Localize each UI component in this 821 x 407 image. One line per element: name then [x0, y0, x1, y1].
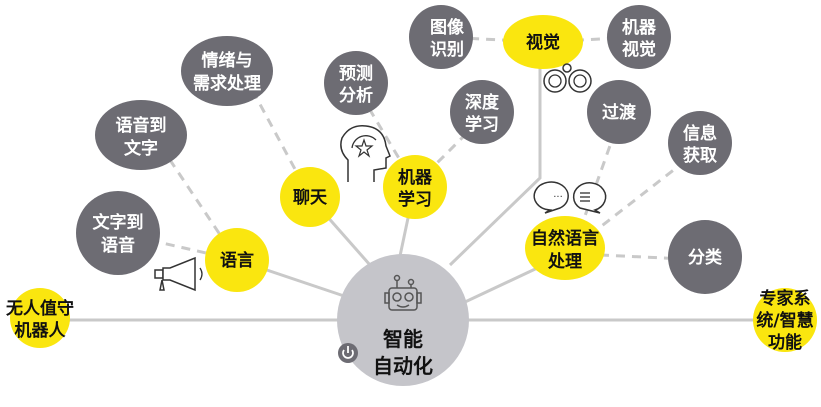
node-nlp-label: 自然语言 — [531, 228, 599, 249]
node-expert-label: 统/智慧 — [756, 310, 813, 331]
center-label-1: 智能 — [383, 327, 423, 351]
dash-info — [589, 163, 681, 237]
node-nlp: 自然语言 处理 — [525, 216, 605, 280]
node-deep-label: 学习 — [465, 114, 499, 135]
node-tts-label: 文字到 — [93, 212, 144, 233]
node-stt: 语音到 文字 — [95, 100, 187, 170]
node-vision: 视觉 — [503, 15, 583, 69]
dash-predict — [368, 109, 417, 186]
node-tts-label: 语音 — [101, 235, 135, 256]
node-stt-label: 文字 — [124, 138, 158, 159]
node-expert-label: 专家系 — [760, 288, 811, 309]
node-emotion: 情绪与 需求处理 — [181, 36, 273, 106]
node-ml-label: 机器 — [398, 167, 433, 188]
node-info-label: 信息 — [683, 123, 717, 144]
node-machvision: 机器 视觉 — [607, 5, 671, 69]
node-info: 信息 获取 — [668, 111, 732, 175]
node-vision-label: 视觉 — [526, 32, 560, 53]
node-predict-label: 分析 — [339, 85, 373, 106]
node-classify-label: 分类 — [688, 247, 723, 268]
power-icon — [338, 343, 358, 363]
node-machvision-label: 视觉 — [622, 39, 656, 60]
node-chat-label: 聊天 — [293, 187, 328, 208]
line-vision — [448, 60, 542, 267]
node-imgrec: 图像 识别 — [409, 5, 473, 69]
node-machvision-label: 机器 — [622, 17, 657, 38]
node-predict-label: 预测 — [339, 63, 373, 84]
node-ml-label: 学习 — [398, 189, 432, 210]
node-expert-label: 功能 — [768, 332, 802, 353]
megaphone-icon — [154, 256, 203, 292]
speech-bubbles-icon: ··· — [533, 181, 607, 214]
dash-deep — [413, 133, 467, 187]
node-expert: 专家系 统/智慧 功能 — [753, 288, 817, 353]
node-stt-label: 语音到 — [116, 115, 167, 136]
node-imgrec-label: 图像 — [430, 18, 465, 38]
node-deep: 深度 学习 — [450, 80, 514, 144]
node-language-label: 语言 — [220, 250, 254, 271]
node-info-label: 获取 — [683, 145, 717, 166]
node-rpa-label: 无人值守 — [5, 298, 74, 319]
node-transition-label: 过渡 — [602, 102, 637, 123]
node-tts: 文字到 语音 — [76, 191, 160, 275]
node-classify: 分类 — [668, 220, 742, 294]
node-emotion-label: 情绪与 — [202, 50, 253, 71]
node-transition: 过渡 — [587, 80, 651, 144]
node-chat: 聊天 — [280, 167, 340, 227]
node-language: 语言 — [205, 228, 269, 292]
robot-icon — [384, 274, 422, 311]
node-imgrec-label: 识别 — [430, 40, 464, 60]
node-rpa-label: 机器人 — [15, 320, 67, 341]
node-emotion-label: 需求处理 — [193, 73, 261, 94]
node-rpa: 无人值守 机器人 — [5, 288, 74, 348]
head-star-icon — [340, 125, 391, 182]
center-label-2: 自动化 — [373, 354, 433, 378]
center-node: 智能 自动化 — [337, 254, 469, 386]
node-ml: 机器 学习 — [383, 155, 447, 219]
node-deep-label: 深度 — [465, 92, 500, 113]
node-predict: 预测 分析 — [324, 51, 388, 115]
svg-text:···: ··· — [553, 192, 563, 203]
binoculars-icon — [543, 63, 592, 93]
node-nlp-label: 处理 — [547, 251, 582, 272]
